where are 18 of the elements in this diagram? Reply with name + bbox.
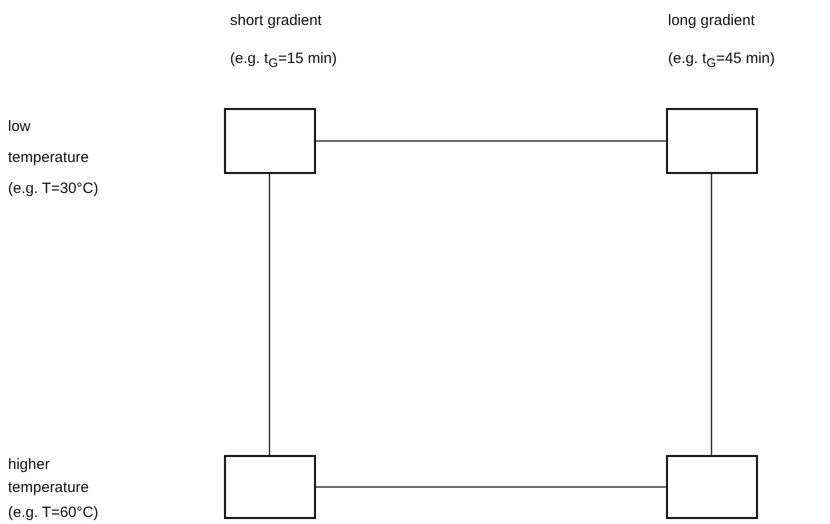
example-note: (e.g. t$_{G}$=15 min) xyxy=(230,50,337,72)
empty-box xyxy=(224,455,316,519)
row-heading: temperature xyxy=(8,149,89,166)
column-heading: short gradient xyxy=(230,12,322,29)
example-note: (e.g. t$_{G}$=45 min) xyxy=(668,50,775,72)
connector-line xyxy=(268,174,270,455)
empty-box xyxy=(224,108,316,174)
row-heading: low xyxy=(8,118,31,135)
connector-line xyxy=(316,140,666,142)
row-heading: higher xyxy=(8,456,50,473)
connector-line xyxy=(316,486,666,488)
empty-box xyxy=(666,455,758,519)
connector-line xyxy=(710,174,712,455)
empty-box xyxy=(666,108,758,174)
row-heading: temperature xyxy=(8,479,89,496)
example-note: (e.g. T=60°C) xyxy=(8,504,98,521)
column-heading: long gradient xyxy=(668,12,755,29)
example-note: (e.g. T=30°C) xyxy=(8,180,98,197)
